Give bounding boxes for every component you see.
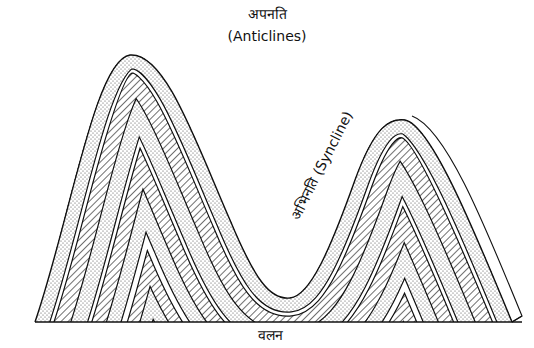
stratum-edge — [35, 55, 512, 322]
stratum — [35, 55, 512, 322]
caption-label: वलन — [258, 327, 283, 344]
fold-name-hindi: अपनति — [248, 6, 287, 23]
stratum-edge — [35, 55, 512, 322]
fold-name-english: (Anticlines) — [227, 28, 306, 45]
stratum-edge — [35, 55, 512, 322]
stratum — [35, 55, 512, 322]
rock-strata — [35, 55, 512, 322]
base-line — [35, 321, 522, 322]
stratum — [35, 55, 512, 322]
stratum-edge — [35, 55, 512, 322]
stratum-edge — [35, 55, 512, 322]
stratum-edge — [35, 55, 512, 322]
stratum — [35, 55, 512, 322]
stratum-edge — [35, 55, 512, 322]
stratum — [35, 55, 512, 322]
fold-side — [412, 116, 522, 322]
stratum — [35, 55, 512, 322]
stratum — [35, 55, 512, 322]
stratum — [35, 55, 512, 322]
stratum-edge — [35, 55, 512, 322]
stratum — [35, 55, 512, 322]
fold-surface — [35, 55, 512, 322]
stratum-edge — [35, 55, 512, 322]
stratum — [35, 55, 512, 322]
base-edge — [512, 316, 522, 322]
stratum-edge — [35, 55, 512, 322]
